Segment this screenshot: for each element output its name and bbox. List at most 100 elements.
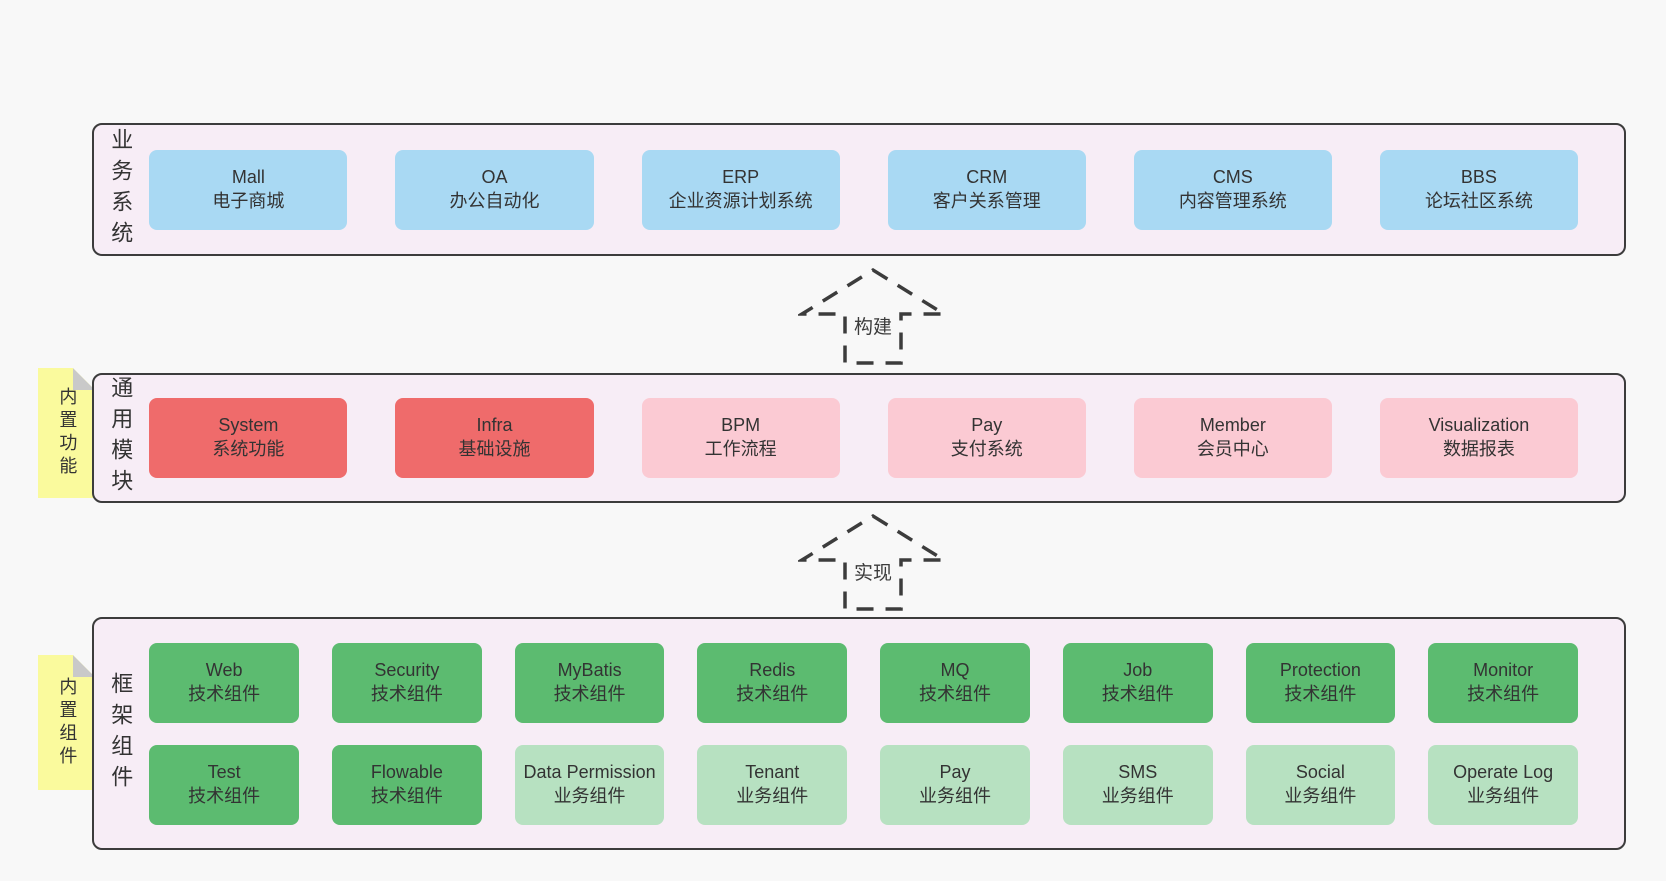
box-subtitle: 技术组件	[553, 683, 626, 704]
box-title: MQ	[940, 659, 970, 680]
box-subtitle: 业务组件	[736, 785, 809, 806]
box-web: Web 技术组件	[149, 642, 299, 723]
box-subtitle: 支付系统	[950, 439, 1023, 459]
box-title: OA	[481, 166, 508, 187]
box-subtitle: 技术组件	[736, 683, 809, 704]
box-subtitle: 技术组件	[1467, 683, 1540, 704]
box-oa: OA 办公自动化	[395, 149, 594, 230]
box-subtitle: 技术组件	[1284, 683, 1357, 704]
box-subtitle: 论坛社区系统	[1424, 190, 1533, 211]
up-arrow-icon	[798, 267, 948, 365]
box-title: Member	[1199, 415, 1266, 436]
box-subtitle: 工作流程	[704, 439, 777, 459]
box-pay: Pay 支付系统	[887, 398, 1086, 478]
sticky-note-label: 内置功能	[57, 387, 78, 479]
box-tenant: Tenant 业务组件	[697, 744, 848, 825]
box-title: Web	[205, 659, 243, 680]
box-title: CRM	[966, 166, 1008, 187]
box-title: Social	[1295, 761, 1345, 782]
box-title: Visualization	[1428, 415, 1530, 436]
box-bbs: BBS 论坛社区系统	[1379, 149, 1578, 230]
box-title: Monitor	[1473, 659, 1534, 680]
box-social: Social 业务组件	[1245, 744, 1396, 825]
box-subtitle: 办公自动化	[449, 190, 540, 211]
box-title: BPM	[721, 415, 761, 436]
box-subtitle: 会员中心	[1196, 439, 1269, 459]
panel-framework-components: 框架组件 Web 技术组件 Security 技术组件 MyBatis 技术组件…	[92, 617, 1626, 850]
business-systems-grid: Mall 电子商城 OA 办公自动化 ERP 企业资源计划系统 CRM 客户关系…	[149, 149, 1578, 230]
box-title: Mall	[231, 166, 265, 187]
box-erp: ERP 企业资源计划系统	[641, 149, 840, 230]
sticky-note-built-in-components: 内置组件	[38, 655, 95, 790]
box-title: Redis	[749, 659, 796, 680]
box-infra: Infra 基础设施	[395, 398, 594, 478]
panel-label-framework-components: 框架组件	[108, 671, 134, 796]
box-title: Infra	[476, 415, 513, 436]
box-subtitle: 内容管理系统	[1178, 190, 1287, 211]
panel-common-modules: 通用模块 System 系统功能 Infra 基础设施 BPM 工作流程 Pay…	[92, 373, 1626, 503]
box-sms: SMS 业务组件	[1062, 744, 1213, 825]
box-mybatis: MyBatis 技术组件	[514, 642, 665, 723]
box-title: Security	[374, 659, 440, 680]
arrow-build: 构建	[798, 266, 948, 366]
box-title: Flowable	[370, 761, 443, 782]
box-protection: Protection 技术组件	[1245, 642, 1396, 723]
box-subtitle: 业务组件	[1467, 785, 1540, 806]
box-mq: MQ 技术组件	[880, 642, 1030, 723]
box-bpm: BPM 工作流程	[641, 398, 840, 478]
box-job: Job 技术组件	[1062, 642, 1213, 723]
box-title: System	[218, 415, 279, 436]
box-title: Test	[207, 761, 241, 782]
box-subtitle: 基础设施	[458, 439, 531, 459]
box-subtitle: 技术组件	[188, 683, 261, 704]
panel-label-business-systems: 业务系统	[108, 127, 134, 252]
box-subtitle: 技术组件	[370, 683, 443, 704]
box-title: Job	[1123, 659, 1153, 680]
box-flowable: Flowable 技术组件	[332, 744, 482, 825]
box-subtitle: 系统功能	[212, 439, 285, 459]
box-title: BBS	[1460, 166, 1497, 187]
box-subtitle: 业务组件	[919, 785, 991, 806]
box-security: Security 技术组件	[332, 642, 482, 723]
arrow-implement: 实现	[798, 512, 948, 612]
box-operate-log: Operate Log 业务组件	[1428, 744, 1578, 825]
box-subtitle: 技术组件	[1101, 683, 1174, 704]
box-monitor: Monitor 技术组件	[1428, 642, 1578, 723]
box-visualization: Visualization 数据报表	[1379, 398, 1578, 478]
box-title: Tenant	[745, 761, 800, 782]
box-subtitle: 电子商城	[212, 190, 285, 211]
framework-components-grid: Web 技术组件 Security 技术组件 MyBatis 技术组件 Redi…	[149, 642, 1578, 825]
box-title: Protection	[1279, 659, 1361, 680]
box-subtitle: 业务组件	[553, 785, 626, 806]
box-data-permission: Data Permission 业务组件	[514, 744, 665, 825]
box-test: Test 技术组件	[149, 744, 299, 825]
box-title: Operate Log	[1453, 761, 1554, 782]
box-subtitle: 数据报表	[1442, 439, 1515, 459]
box-title: SMS	[1118, 761, 1158, 782]
box-title: MyBatis	[557, 659, 622, 680]
box-redis: Redis 技术组件	[697, 642, 848, 723]
box-system: System 系统功能	[149, 398, 348, 478]
box-crm: CRM 客户关系管理	[887, 149, 1086, 230]
box-title: Data Permission	[523, 761, 656, 782]
box-cms: CMS 内容管理系统	[1133, 149, 1332, 230]
arrow-label: 实现	[850, 558, 896, 585]
sticky-note-built-in-features: 内置功能	[38, 368, 95, 498]
box-title: CMS	[1212, 166, 1253, 187]
panel-business-systems: 业务系统 Mall 电子商城 OA 办公自动化 ERP 企业资源计划系统 CRM…	[92, 123, 1626, 256]
box-title: ERP	[722, 166, 760, 187]
up-arrow-icon	[798, 513, 948, 611]
box-subtitle: 业务组件	[1284, 785, 1357, 806]
sticky-note-label: 内置组件	[57, 676, 78, 769]
box-subtitle: 技术组件	[919, 683, 991, 704]
arrow-label: 构建	[850, 312, 896, 339]
box-mall: Mall 电子商城	[149, 149, 348, 230]
box-subtitle: 客户关系管理	[932, 190, 1041, 211]
box-title: Pay	[971, 415, 1003, 436]
box-subtitle: 业务组件	[1101, 785, 1174, 806]
box-subtitle: 技术组件	[188, 785, 261, 806]
box-title: Pay	[939, 761, 971, 782]
panel-label-common-modules: 通用模块	[108, 376, 134, 500]
box-subtitle: 企业资源计划系统	[668, 190, 813, 211]
box-member: Member 会员中心	[1133, 398, 1332, 478]
